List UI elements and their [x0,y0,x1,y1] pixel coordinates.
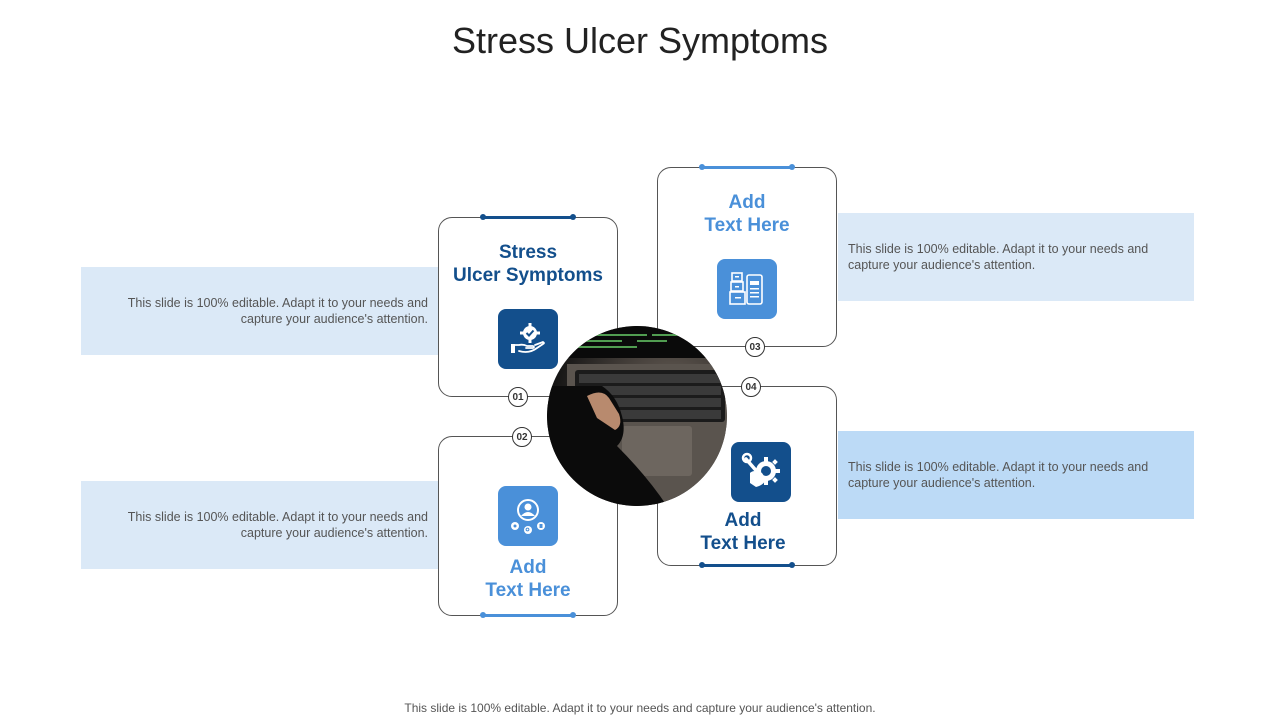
description-text-03: This slide is 100% editable. Adapt it to… [848,242,1149,272]
card-title-line: Text Here [700,533,786,554]
boxes-mobile-icon [717,259,777,319]
card-title-02: Add Text Here [439,556,617,602]
card-01: Stress Ulcer Symptoms 01 [438,214,618,407]
description-text-04: This slide is 100% editable. Adapt it to… [848,460,1149,490]
card-title-line: Text Here [485,580,571,601]
description-band-02: This slide is 100% editable. Adapt it to… [81,481,438,569]
description-band-04: This slide is 100% editable. Adapt it to… [838,431,1194,519]
description-band-01: This slide is 100% editable. Adapt it to… [81,267,438,355]
card-title-line: Add [728,192,766,213]
user-network-icon [498,486,558,546]
card-accent-line [699,164,795,170]
description-band-03: This slide is 100% editable. Adapt it to… [838,213,1194,301]
card-accent-line [480,612,576,618]
card-title-line: Text Here [704,215,790,236]
step-number-03: 03 [745,337,765,357]
card-title-04: Add Text Here [654,509,832,555]
card-title-line: Add [724,510,762,531]
step-number-01: 01 [508,387,528,407]
card-title-03: Add Text Here [658,191,836,237]
wrench-gear-hand-icon [731,442,791,502]
step-number-02: 02 [512,427,532,447]
description-text-01: This slide is 100% editable. Adapt it to… [127,296,428,326]
card-accent-line [480,214,576,220]
card-title-line: Stress [498,242,558,263]
card-title-01: Stress Ulcer Symptoms [439,241,617,287]
step-number-04: 04 [741,377,761,397]
hand-gear-check-icon [498,309,558,369]
laptop-typing-photo [547,326,727,506]
card-03: Add Text Here 03 [657,164,837,357]
card-title-line: Add [509,557,547,578]
footer-note: This slide is 100% editable. Adapt it to… [404,701,876,715]
slide-title: Stress Ulcer Symptoms [451,20,829,61]
card-title-line: Ulcer Symptoms [453,265,603,286]
card-accent-line [699,562,795,568]
description-text-02: This slide is 100% editable. Adapt it to… [127,510,428,540]
